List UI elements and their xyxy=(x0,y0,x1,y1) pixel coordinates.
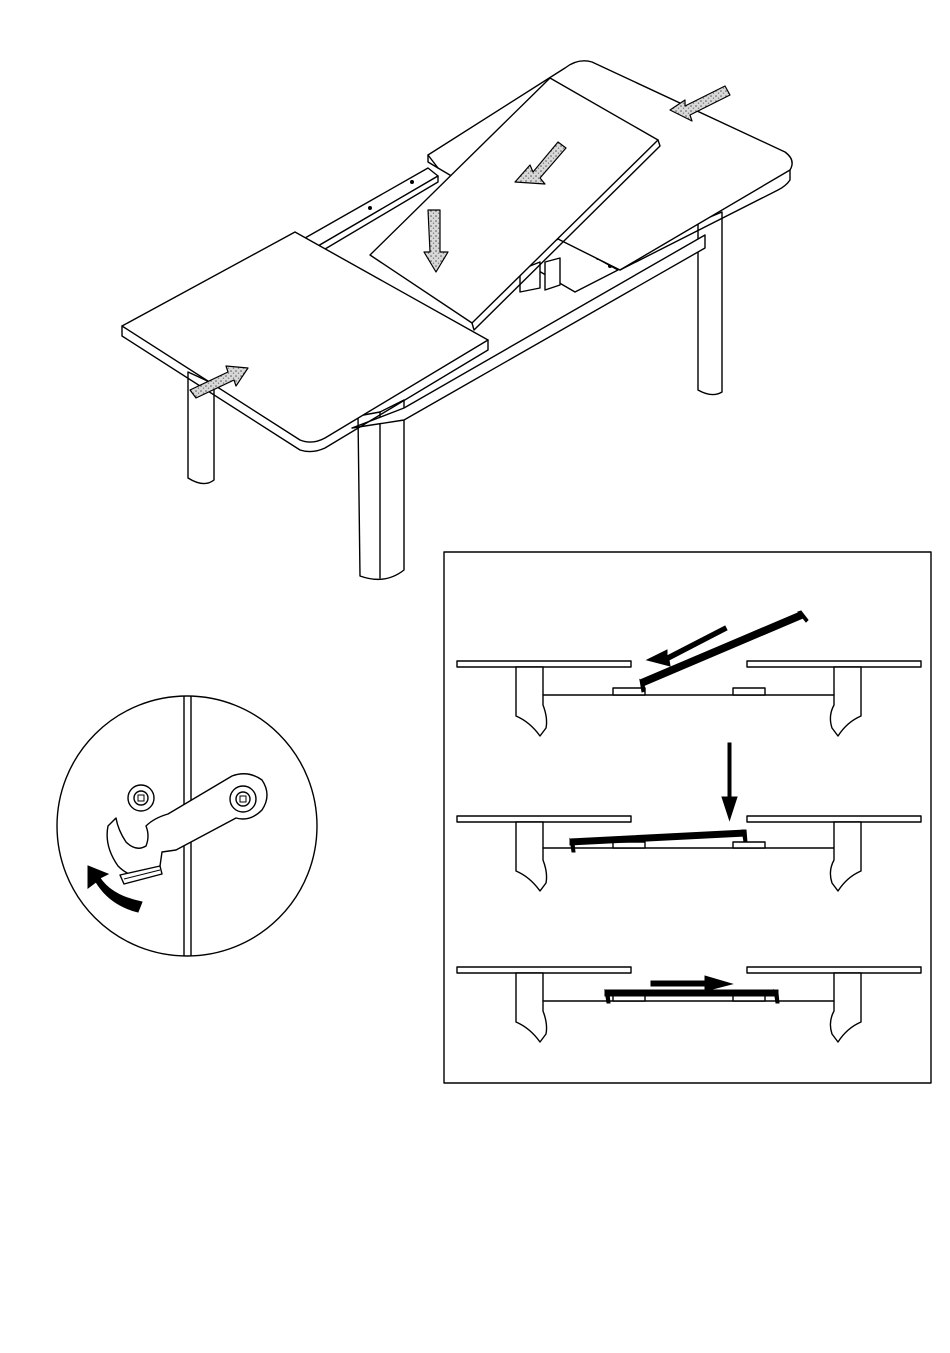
latch-detail xyxy=(57,690,317,960)
arrow-right-icon xyxy=(651,976,732,991)
step-2 xyxy=(457,743,921,891)
screw-icon xyxy=(128,785,154,811)
table-leg-front xyxy=(358,400,404,579)
step-3 xyxy=(457,967,921,1042)
table-view xyxy=(122,61,792,580)
arrow-down-icon xyxy=(722,743,737,820)
step-1 xyxy=(457,611,921,736)
side-section-steps xyxy=(444,552,931,1083)
